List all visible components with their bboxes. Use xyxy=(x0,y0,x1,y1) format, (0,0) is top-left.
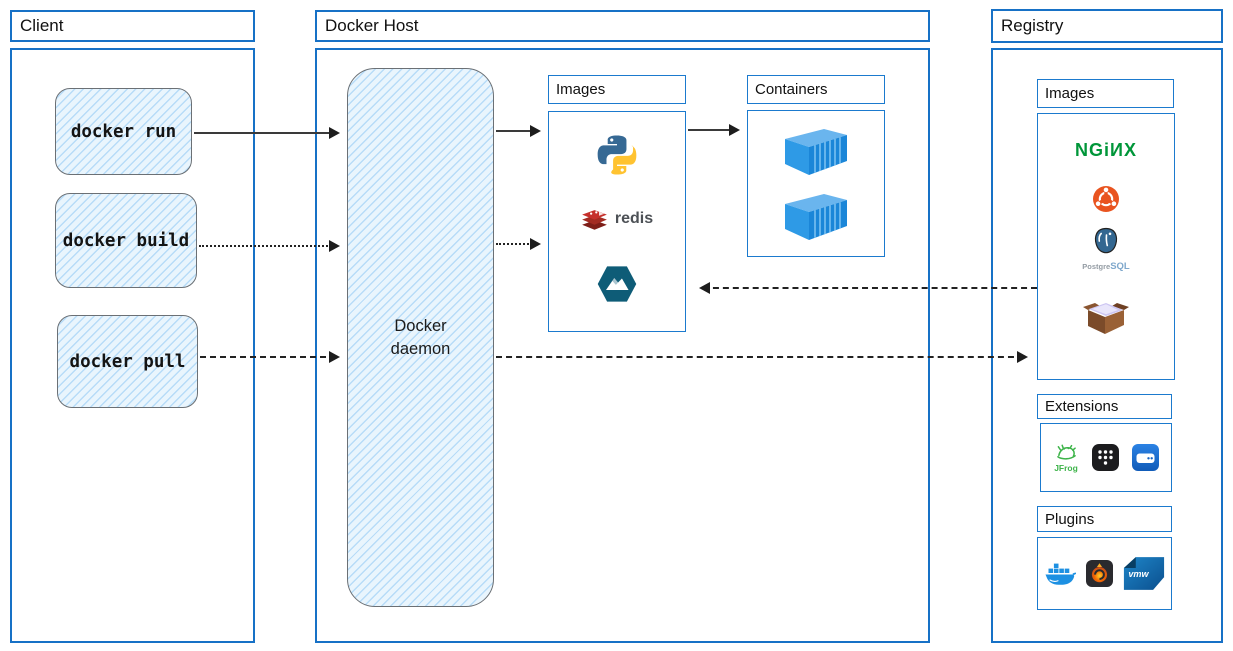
host-image-mountain xyxy=(549,262,685,306)
jfrog-icon xyxy=(1056,444,1076,460)
plugins-box: vmw xyxy=(1037,537,1172,610)
containers-title-bar: Containers xyxy=(747,75,885,104)
plugins-title-bar: Plugins xyxy=(1037,506,1172,532)
extensions-box: JFrog xyxy=(1040,423,1172,492)
redis-icon xyxy=(582,210,607,230)
arrow-pull-to-daemon xyxy=(200,351,340,363)
registry-image-postgresql: PostgreSQL xyxy=(1038,226,1174,273)
host-image-python xyxy=(549,131,685,179)
node-docker-daemon: Docker daemon xyxy=(347,68,494,607)
container-item-2 xyxy=(748,193,884,241)
postgresql-label-part1: Postgre xyxy=(1082,262,1111,271)
mountain-hexagon-icon xyxy=(597,266,637,302)
disk-drive-icon xyxy=(1131,444,1159,471)
containers-title: Containers xyxy=(755,81,828,98)
registry-title: Registry xyxy=(1001,16,1064,35)
docker-build-label: docker build xyxy=(62,230,190,251)
registry-title-bar: Registry xyxy=(991,9,1223,43)
host-images-title: Images xyxy=(556,81,606,98)
container-icon xyxy=(785,194,847,240)
node-docker-pull: docker pull xyxy=(57,315,198,408)
host-images-title-bar: Images xyxy=(548,75,686,104)
redis-label: redis xyxy=(614,209,654,227)
arrow-images-to-containers xyxy=(688,124,740,136)
registry-image-busybox xyxy=(1038,300,1174,336)
jfrog-label: JFrog xyxy=(1054,463,1078,474)
docker-run-label: docker run xyxy=(70,121,177,142)
registry-images-box: NGiИX PostgreSQL xyxy=(1037,113,1175,380)
client-title-bar: Client xyxy=(10,10,255,42)
arrow-registry-images-to-host-images xyxy=(699,282,1037,294)
vmware-label: vmw xyxy=(1128,569,1149,579)
docker-host-title: Docker Host xyxy=(325,16,419,35)
arrow-build-to-daemon xyxy=(199,240,340,252)
containers-box xyxy=(747,110,885,257)
vmware-icon: vmw xyxy=(1123,557,1165,590)
extension-jfrog: JFrog xyxy=(1054,442,1079,473)
node-docker-build: docker build xyxy=(55,193,197,288)
docker-pull-label: docker pull xyxy=(69,351,186,372)
node-docker-run: docker run xyxy=(55,88,192,175)
busybox-icon xyxy=(1083,303,1129,334)
registry-images-title-bar: Images xyxy=(1037,79,1174,108)
app-grid-icon xyxy=(1091,444,1119,471)
registry-images-title: Images xyxy=(1045,85,1095,102)
grafana-icon xyxy=(1086,560,1113,587)
registry-image-ubuntu xyxy=(1038,186,1174,212)
arrow-run-to-daemon xyxy=(194,127,340,139)
docker-whale-icon xyxy=(1045,563,1076,585)
arrow-daemon-to-host-images xyxy=(496,125,541,137)
container-item-1 xyxy=(748,128,884,176)
python-icon xyxy=(597,135,637,175)
registry-image-nginx: NGiИX xyxy=(1038,140,1174,161)
host-image-redis: redis xyxy=(549,206,685,231)
container-icon xyxy=(785,129,847,175)
postgresql-icon xyxy=(1094,227,1118,254)
nginx-logo: NGiИX xyxy=(1075,140,1137,160)
docker-host-title-bar: Docker Host xyxy=(315,10,930,42)
arrow-daemon-to-host-images-dotted xyxy=(496,238,541,250)
postgresql-label: PostgreSQL xyxy=(1082,257,1129,273)
ubuntu-icon xyxy=(1093,186,1119,212)
extensions-title-bar: Extensions xyxy=(1037,394,1172,419)
client-title: Client xyxy=(20,16,64,35)
docker-daemon-label: Docker daemon xyxy=(390,317,451,358)
arrow-daemon-to-registry xyxy=(496,351,1028,363)
extensions-title: Extensions xyxy=(1045,398,1119,415)
postgresql-label-part2: SQL xyxy=(1110,261,1130,272)
plugins-title: Plugins xyxy=(1045,510,1095,528)
host-images-box: redis xyxy=(548,111,686,332)
